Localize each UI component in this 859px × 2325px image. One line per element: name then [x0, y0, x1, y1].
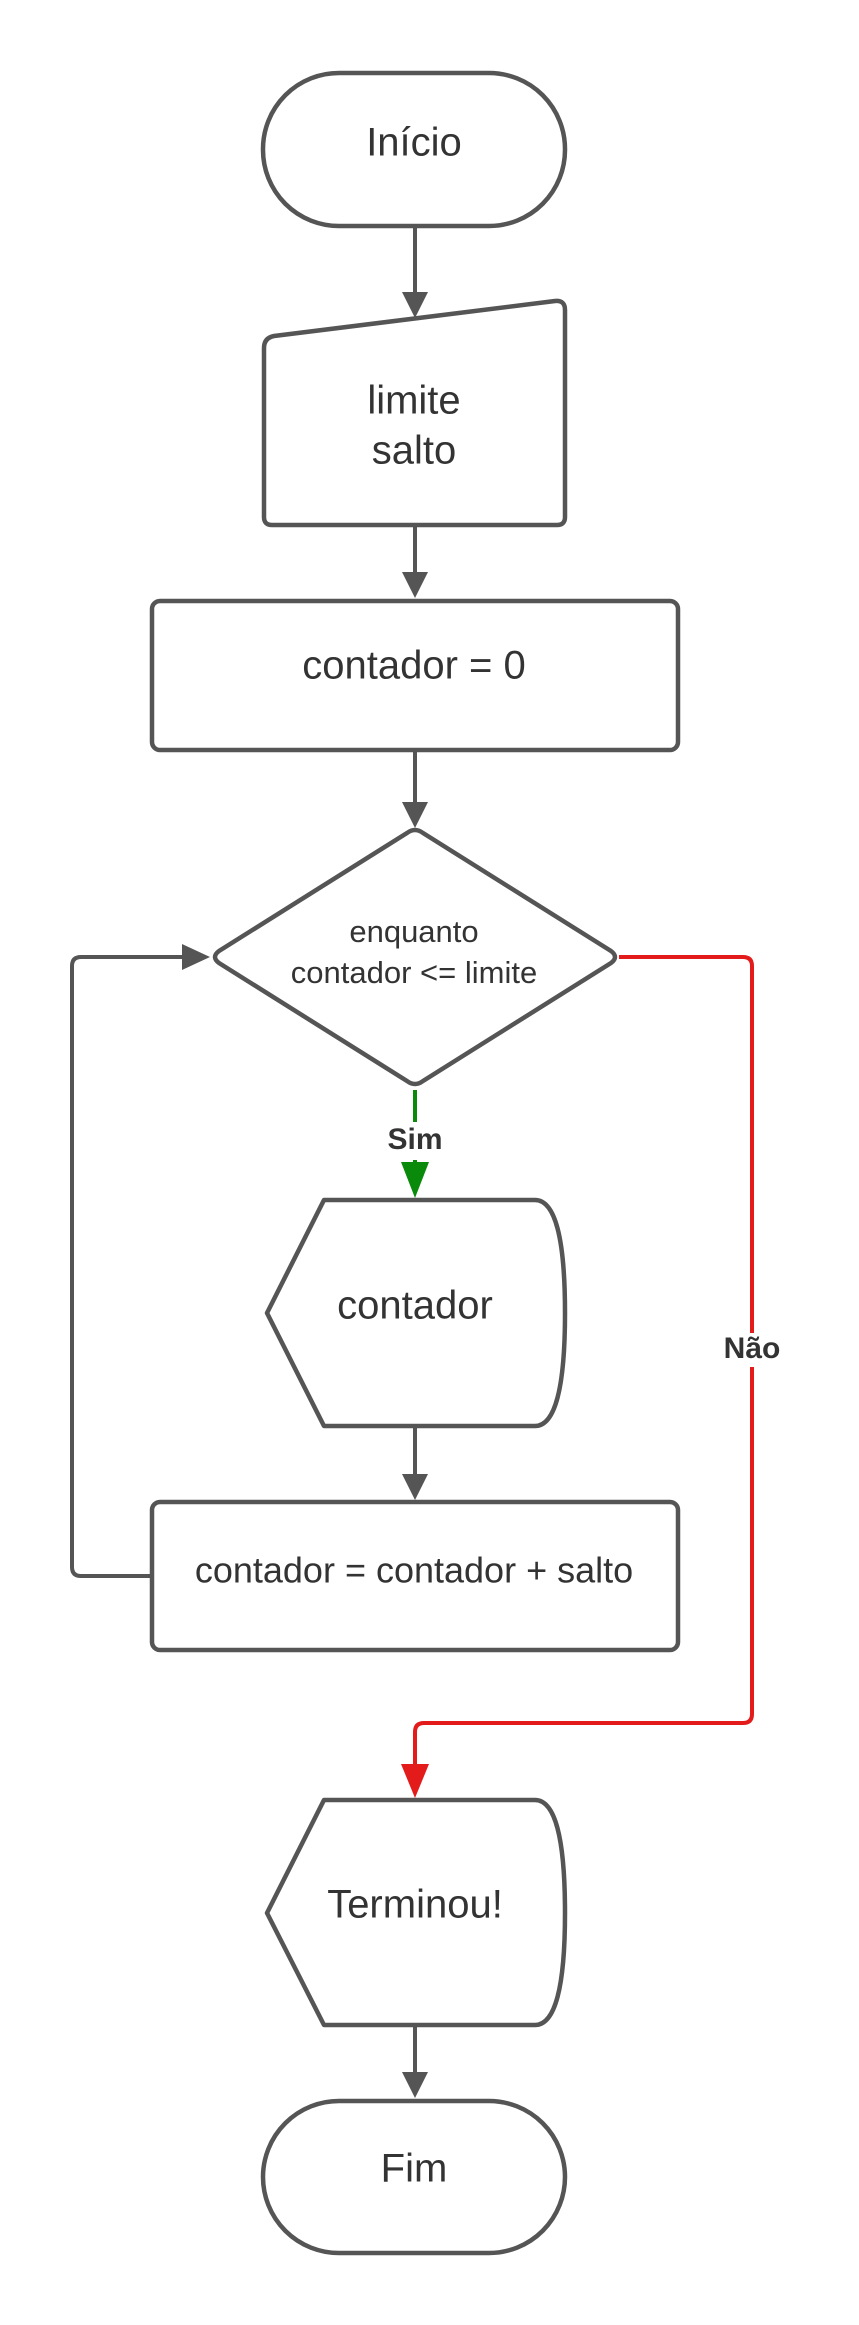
start-node: Início: [260, 70, 568, 229]
input-node: limite salto: [261, 298, 568, 528]
input-line-2: salto: [372, 429, 457, 473]
end-node: Fim: [260, 2098, 568, 2256]
arrow-head: [402, 2072, 428, 2098]
init-label: contador = 0: [302, 644, 526, 688]
input-line-1: limite: [367, 379, 460, 423]
increment-label: contador = contador + salto: [195, 1550, 633, 1591]
display-counter-label: contador: [337, 1284, 493, 1328]
arrow-head-yes: [401, 1162, 429, 1198]
no-label: Não: [724, 1332, 781, 1365]
arrow-head: [402, 572, 428, 598]
end-label: Fim: [381, 2147, 448, 2191]
increment-node: contador = contador + salto: [149, 1499, 681, 1653]
start-label: Início: [366, 121, 462, 165]
decision-node: enquanto contador <= limite: [212, 827, 618, 1087]
display-counter-node: contador: [264, 1197, 568, 1429]
edge-loop-back: [70, 955, 188, 1578]
arrow-head: [402, 802, 428, 828]
edge-no-lower: [413, 1367, 754, 1768]
arrow-head: [402, 292, 428, 318]
arrow-head: [402, 1474, 428, 1500]
yes-label: Sim: [387, 1123, 442, 1156]
display-done-node: Terminou!: [264, 1797, 568, 2028]
decision-line-1: enquanto: [349, 914, 478, 949]
display-done-label: Terminou!: [327, 1883, 503, 1927]
decision-line-2: contador <= limite: [291, 955, 537, 990]
edge-no-upper: [619, 955, 754, 1333]
arrow-head-no: [401, 1764, 429, 1798]
init-node: contador = 0: [149, 598, 681, 753]
arrow-head-loop: [182, 944, 210, 970]
